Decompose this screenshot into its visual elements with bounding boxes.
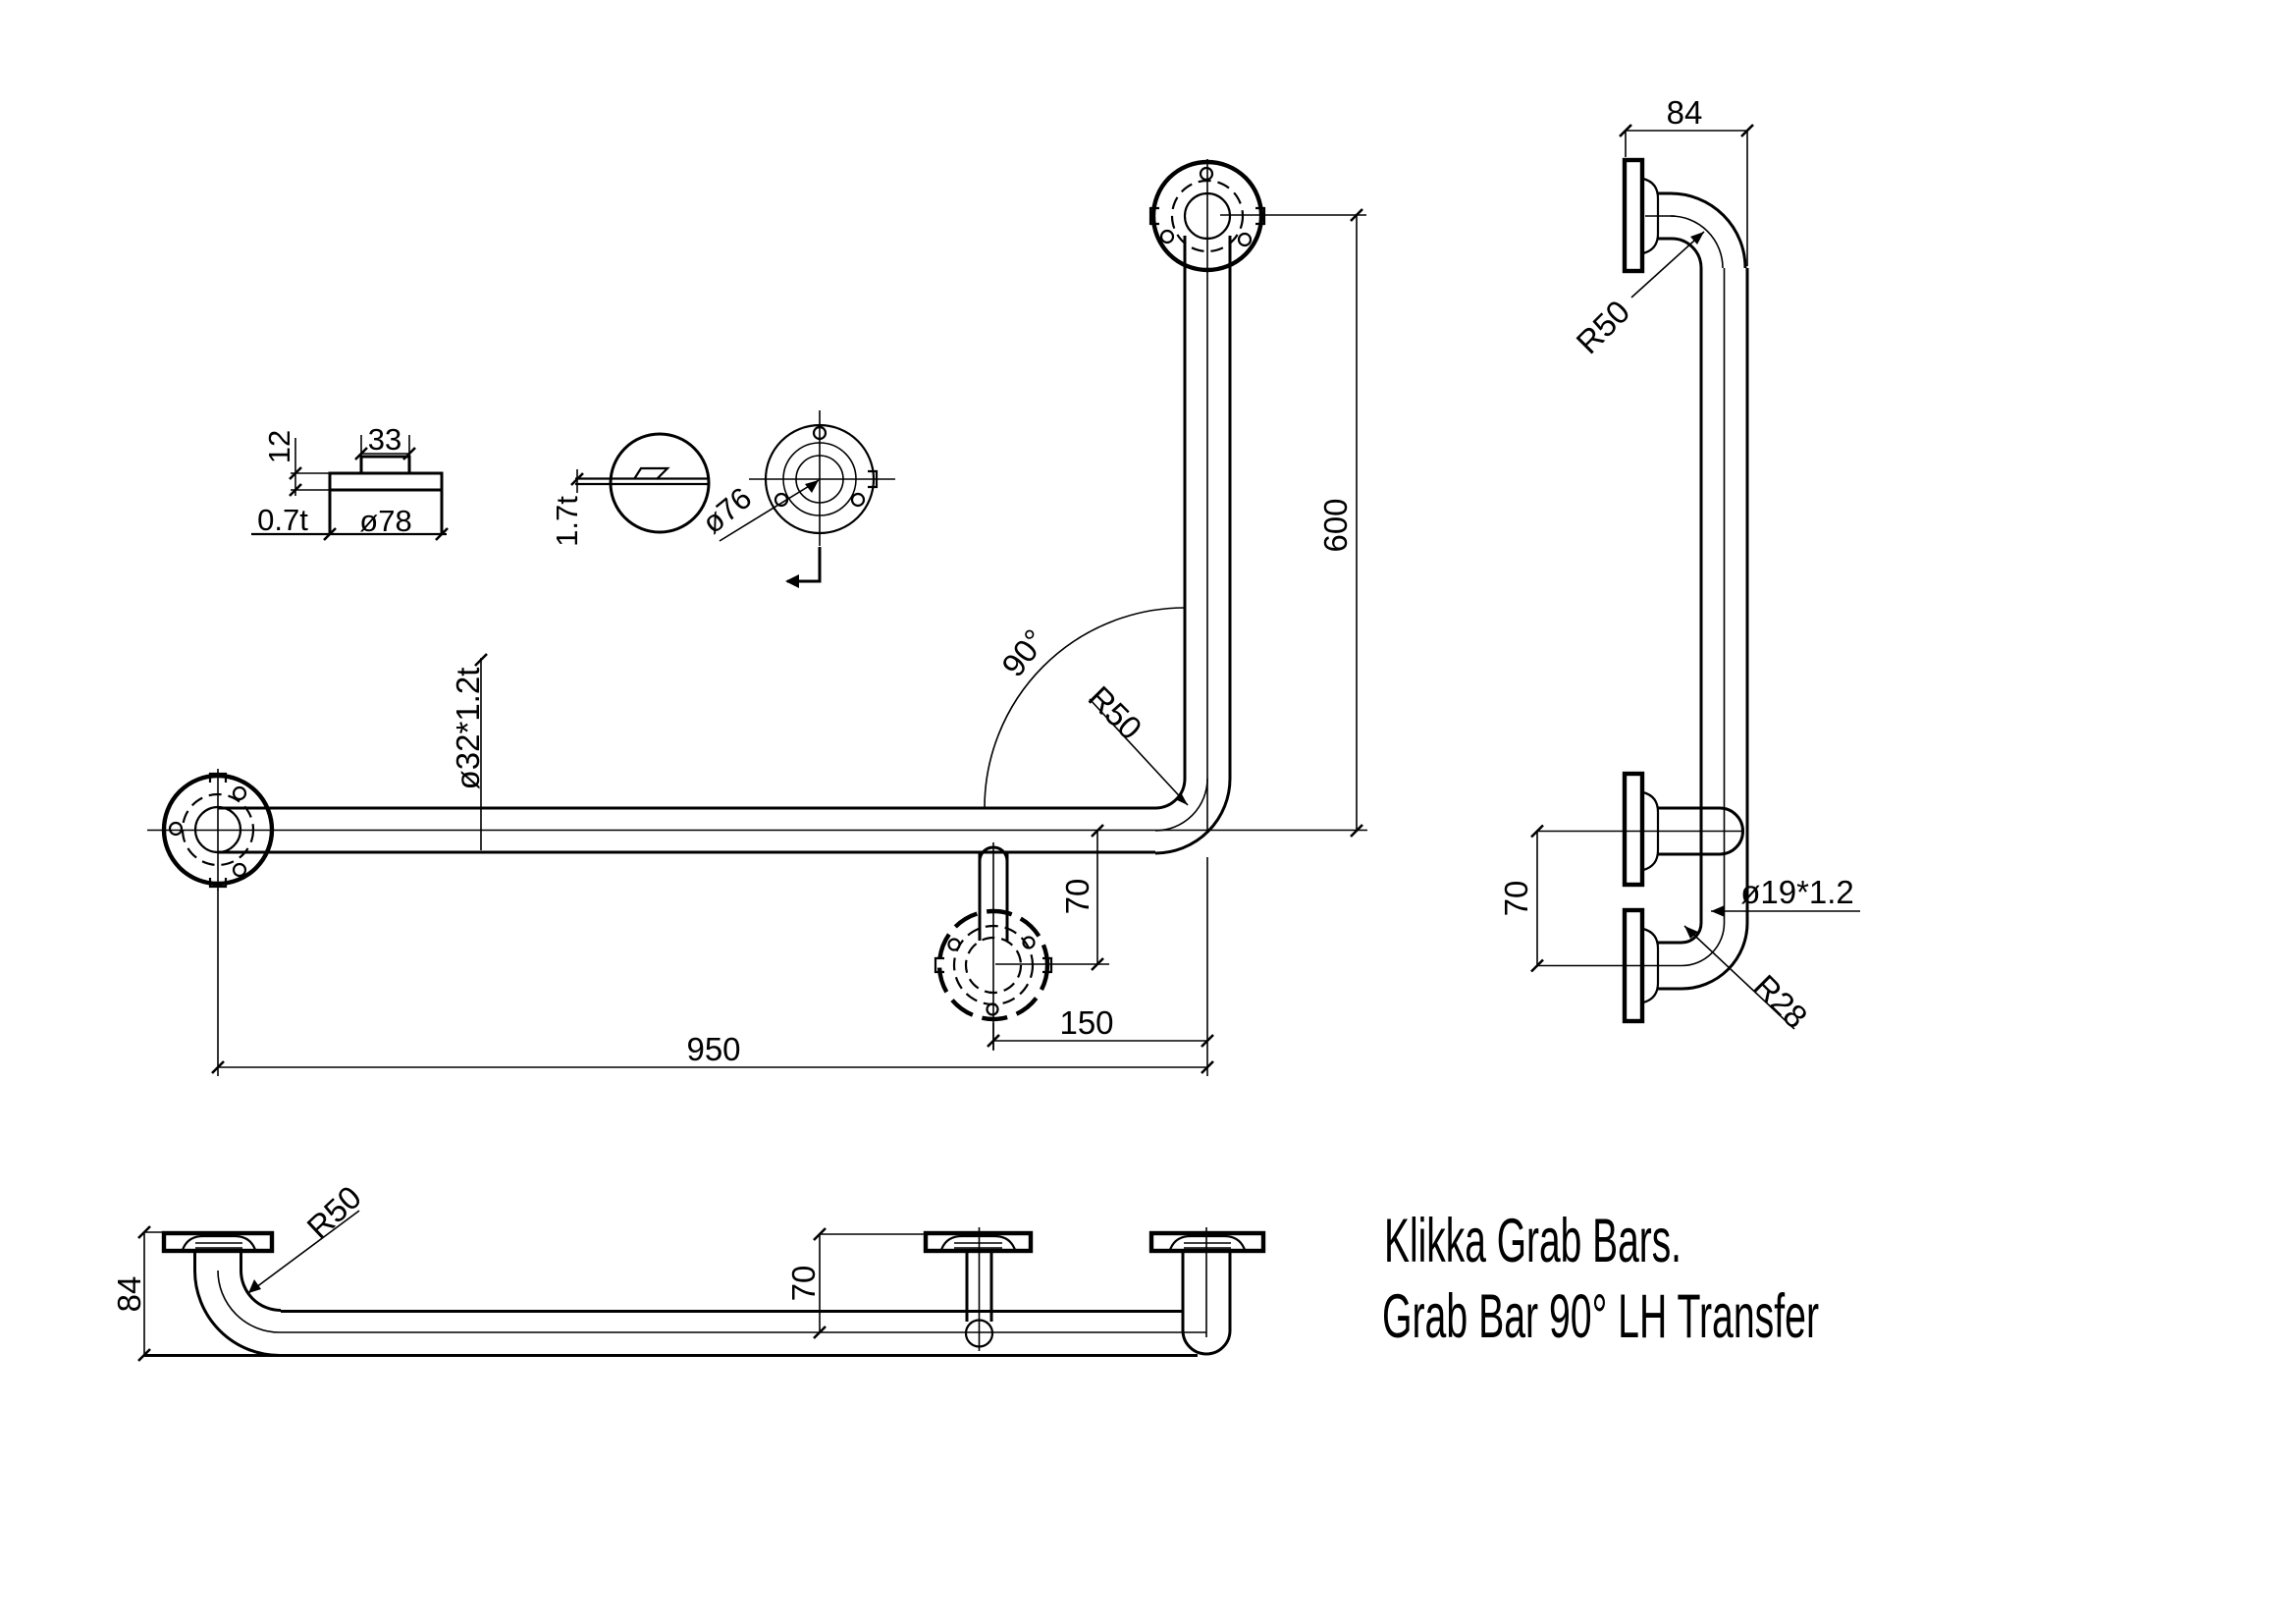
dim-plate-thickness: 12: [262, 430, 296, 463]
dim-support-spacing: 150: [1059, 1004, 1113, 1041]
dim-post-spec: ø19*1.2: [1740, 874, 1854, 910]
dim-cap-thickness: 0.7t: [257, 503, 308, 537]
dim-height: 600: [1317, 498, 1354, 552]
dim-wall-offset-bottom: 84: [111, 1276, 147, 1313]
dim-support-offset: 70: [1059, 879, 1095, 915]
bottom-view: 84 R50 70: [111, 1178, 1266, 1362]
side-view: 84 R50 70 ø19*1.2 R28: [1498, 94, 1860, 1035]
front-view: 600 90° R50 ø32*1.2t 70 150: [147, 159, 1367, 1076]
dim-boss-width: 33: [368, 422, 401, 457]
bottom-right-flange: [1148, 1227, 1266, 1356]
title-line-2: Grab Bar 90° LH Transfer: [1382, 1282, 1819, 1351]
side-tube-outline: [1537, 191, 1749, 991]
dim-bend-radius-side: R50: [1569, 293, 1636, 360]
dim-bend-angle: 90°: [994, 622, 1053, 683]
side-dimensions: 84 R50 70 ø19*1.2 R28: [1498, 94, 1860, 1035]
detail-flange-face: ø76: [696, 410, 895, 588]
bottom-left-flange: [161, 1230, 275, 1254]
dim-bolt-circle: ø76: [696, 480, 759, 540]
dim-support-offset-side: 70: [1498, 881, 1534, 917]
dim-wall-offset-side: 84: [1667, 94, 1703, 131]
dim-length: 950: [686, 1031, 740, 1067]
bottom-dimensions: 84 R50 70: [111, 1178, 926, 1362]
front-middle-flange: [934, 842, 1053, 1050]
detail-flange-section: 33 12 0.7t ø78: [251, 422, 449, 541]
dim-bend-radius-bottom: R50: [299, 1178, 368, 1245]
detail-cap-section: 1.7t: [550, 432, 711, 547]
title-block: Klikka Grab Bars. Grab Bar 90° LH Transf…: [1382, 1207, 1819, 1351]
side-mid-flange: [1622, 771, 1660, 888]
dim-tube-spec: ø32*1.2t: [450, 668, 486, 790]
dim-flange-diameter: ø78: [359, 504, 411, 538]
dim-cap-sheet-thickness: 1.7t: [550, 496, 584, 547]
front-bar-outline: [147, 159, 1367, 855]
dim-support-offset-bottom: 70: [785, 1266, 822, 1302]
dim-bend-radius: R50: [1082, 678, 1149, 746]
dim-post-bend-radius: R28: [1747, 967, 1815, 1035]
title-line-1: Klikka Grab Bars.: [1384, 1207, 1682, 1275]
bottom-bar-outline: [144, 1251, 1206, 1357]
front-dimensions: 600 90° R50 ø32*1.2t 70 150: [211, 208, 1366, 1076]
